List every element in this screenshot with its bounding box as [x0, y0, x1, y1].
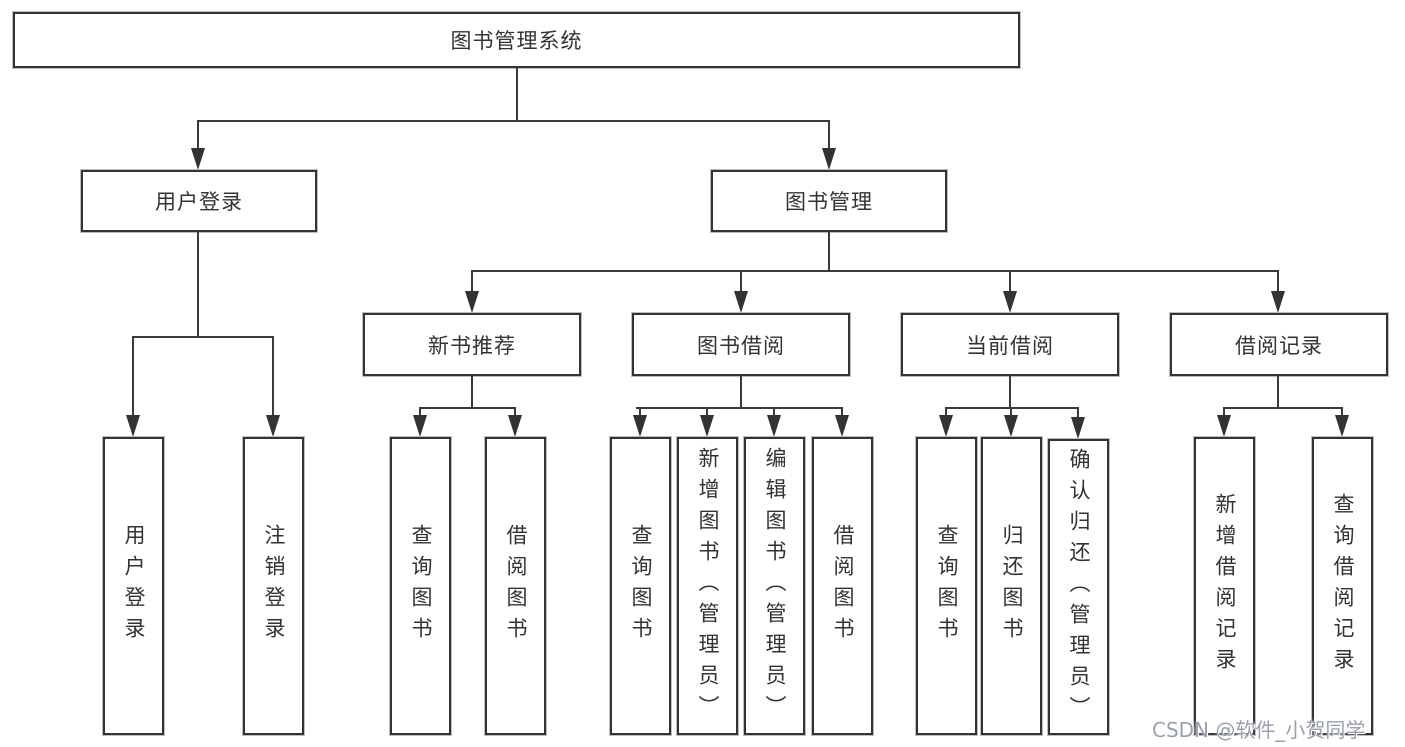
- arrowhead-bb-query: [633, 415, 647, 437]
- connector-drop-borrowing-records: [1277, 270, 1279, 294]
- node-current-borrowing-label: 当前借阅: [966, 333, 1054, 358]
- connector-drop-book-management: [828, 120, 830, 152]
- leaf-cb-query-books: 查询图书: [916, 437, 977, 735]
- connector-book-management-stem: [828, 232, 830, 270]
- arrowhead-current-borrowing: [1003, 291, 1017, 313]
- leaf-logout-label: 注销登录: [262, 524, 286, 648]
- arrowhead-bb-borrow: [835, 415, 849, 437]
- leaf-bb-add-book-admin-label: 新增图书（管理员）: [696, 446, 720, 726]
- leaf-bb-query-books-label: 查询图书: [629, 524, 653, 648]
- node-new-book-recommend-label: 新书推荐: [428, 333, 516, 358]
- arrowhead-bb-edit: [767, 415, 781, 437]
- leaf-br-query-record-label: 查询借阅记录: [1331, 493, 1355, 679]
- connector-drop-bb-add: [706, 407, 708, 419]
- leaf-br-add-record: 新增借阅记录: [1194, 437, 1255, 735]
- leaf-nb-query-books-label: 查询图书: [409, 524, 433, 648]
- node-borrowing-records: 借阅记录: [1170, 313, 1388, 376]
- arrowhead-leaf-user-login: [126, 415, 140, 437]
- connector-drop-bb-borrow: [841, 407, 843, 419]
- connector-current-borrowing-stem: [1009, 376, 1011, 407]
- connector-root-stem: [516, 68, 518, 120]
- node-root-library-system: 图书管理系统: [13, 12, 1020, 68]
- arrowhead-bb-add: [700, 415, 714, 437]
- node-book-management: 图书管理: [711, 170, 947, 232]
- node-current-borrowing: 当前借阅: [901, 313, 1119, 376]
- arrowhead-user-login: [191, 148, 205, 170]
- arrowhead-book-borrowing: [734, 291, 748, 313]
- leaf-br-add-record-label: 新增借阅记录: [1213, 493, 1237, 679]
- connector-new-book-stem: [471, 376, 473, 407]
- leaf-bb-edit-book-admin: 编辑图书（管理员）: [744, 437, 805, 735]
- leaf-nb-query-books: 查询图书: [390, 437, 451, 735]
- leaf-bb-add-book-admin: 新增图书（管理员）: [677, 437, 738, 735]
- arrowhead-br-add: [1217, 415, 1231, 437]
- leaf-bb-borrow-books: 借阅图书: [812, 437, 873, 735]
- leaf-cb-return-books-label: 归还图书: [1000, 524, 1024, 648]
- arrowhead-cb-query: [939, 415, 953, 437]
- connector-drop-current-borrowing: [1009, 270, 1011, 294]
- arrowhead-nb-borrow: [508, 415, 522, 437]
- connector-current-borrowing-bar: [946, 407, 1079, 409]
- connector-book-borrowing-bar: [636, 407, 843, 409]
- connector-drop-book-borrowing: [740, 270, 742, 294]
- node-root-label: 图书管理系统: [450, 29, 583, 53]
- csdn-watermark: CSDN @软件_小贺同学: [1152, 718, 1366, 742]
- connector-drop-new-book: [471, 270, 473, 294]
- connector-drop-user-login: [197, 120, 199, 152]
- connector-user-login-bar: [133, 336, 274, 338]
- connector-book-borrowing-stem: [740, 376, 742, 407]
- leaf-user-login-label: 用户登录: [122, 524, 146, 648]
- arrowhead-nb-query: [413, 415, 427, 437]
- node-user-login-label: 用户登录: [155, 190, 243, 214]
- leaf-nb-borrow-books-label: 借阅图书: [504, 524, 528, 648]
- connector-new-book-bar: [420, 407, 516, 409]
- arrowhead-cb-return: [1004, 415, 1018, 437]
- arrowhead-leaf-logout: [266, 415, 280, 437]
- leaf-cb-query-books-label: 查询图书: [935, 524, 959, 648]
- connector-drop-nb-query: [419, 407, 421, 419]
- node-new-book-recommend: 新书推荐: [363, 313, 581, 376]
- leaf-user-login: 用户登录: [103, 437, 164, 735]
- node-book-borrowing-label: 图书借阅: [697, 333, 785, 358]
- leaf-cb-confirm-return-admin-label: 确认归还（管理员）: [1067, 447, 1091, 727]
- arrowhead-new-book: [465, 291, 479, 313]
- connector-drop-bb-edit: [773, 407, 775, 419]
- leaf-bb-query-books: 查询图书: [610, 437, 671, 735]
- connector-drop-cb-confirm: [1077, 407, 1079, 419]
- connector-drop-leaf-logout: [272, 336, 274, 418]
- leaf-cb-return-books: 归还图书: [981, 437, 1042, 735]
- leaf-cb-confirm-return-admin: 确认归还（管理员）: [1048, 439, 1109, 735]
- connector-drop-cb-return: [1010, 407, 1012, 419]
- connector-drop-br-add: [1223, 407, 1225, 419]
- node-borrowing-records-label: 借阅记录: [1235, 333, 1323, 358]
- node-user-login: 用户登录: [81, 170, 317, 232]
- arrowhead-br-query: [1335, 415, 1349, 437]
- arrowhead-borrowing-records: [1271, 291, 1285, 313]
- leaf-nb-borrow-books: 借阅图书: [485, 437, 546, 735]
- leaf-br-query-record: 查询借阅记录: [1312, 437, 1373, 735]
- connector-root-bar: [198, 120, 830, 122]
- node-book-management-label: 图书管理: [785, 190, 873, 214]
- connector-drop-bb-query: [639, 407, 641, 419]
- leaf-bb-borrow-books-label: 借阅图书: [831, 524, 855, 648]
- connector-drop-nb-borrow: [514, 407, 516, 419]
- connector-drop-leaf-user-login: [132, 336, 134, 418]
- connector-drop-br-query: [1341, 407, 1343, 419]
- connector-book-management-bar: [471, 270, 1279, 272]
- arrowhead-book-management: [822, 148, 836, 170]
- leaf-bb-edit-book-admin-label: 编辑图书（管理员）: [763, 446, 787, 726]
- leaf-logout: 注销登录: [243, 437, 304, 735]
- connector-drop-cb-query: [945, 407, 947, 419]
- connector-borrowing-records-stem: [1277, 376, 1279, 407]
- node-book-borrowing: 图书借阅: [632, 313, 850, 376]
- connector-user-login-stem: [197, 232, 199, 336]
- arrowhead-cb-confirm: [1071, 417, 1085, 439]
- connector-borrowing-records-bar: [1224, 407, 1343, 409]
